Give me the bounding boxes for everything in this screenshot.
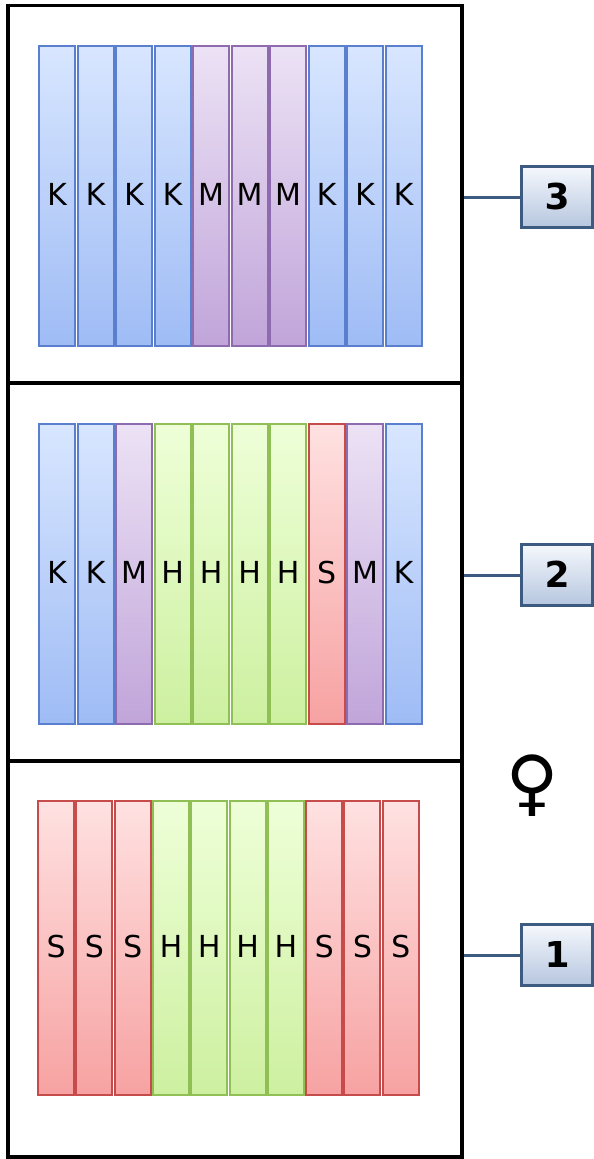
- cell-S: S: [37, 800, 75, 1096]
- cell-M: M: [115, 423, 153, 725]
- cell-H: H: [190, 800, 229, 1096]
- cell-H: H: [230, 423, 269, 725]
- label-2: 2: [520, 543, 594, 607]
- cell-K: K: [307, 45, 346, 347]
- cell-H: H: [153, 423, 192, 725]
- cell-S: S: [113, 800, 152, 1096]
- cell-K: K: [384, 45, 423, 347]
- female-symbol: ♀: [505, 740, 559, 824]
- label-3: 3: [520, 165, 594, 229]
- cell-H: H: [151, 800, 190, 1096]
- cell-M: M: [230, 45, 269, 347]
- cell-H: H: [266, 800, 305, 1096]
- cell-S: S: [343, 800, 382, 1096]
- cell-K: K: [38, 423, 76, 725]
- connector-2: [464, 574, 520, 577]
- cell-K: K: [76, 423, 115, 725]
- cell-K: K: [153, 45, 192, 347]
- cell-K: K: [38, 45, 76, 347]
- label-1: 1: [520, 923, 594, 987]
- cell-S: S: [307, 423, 346, 725]
- cell-H: H: [228, 800, 267, 1096]
- connector-1: [464, 954, 520, 957]
- cell-S: S: [305, 800, 344, 1096]
- cell-M: M: [269, 45, 307, 347]
- cell-K: K: [346, 45, 384, 347]
- cell-S: S: [381, 800, 420, 1096]
- cell-M: M: [192, 45, 230, 347]
- cell-K: K: [115, 45, 153, 347]
- connector-3: [464, 196, 520, 199]
- cell-M: M: [346, 423, 384, 725]
- cell-K: K: [384, 423, 423, 725]
- cell-K: K: [76, 45, 115, 347]
- cell-H: H: [269, 423, 307, 725]
- cell-S: S: [75, 800, 114, 1096]
- cell-H: H: [192, 423, 230, 725]
